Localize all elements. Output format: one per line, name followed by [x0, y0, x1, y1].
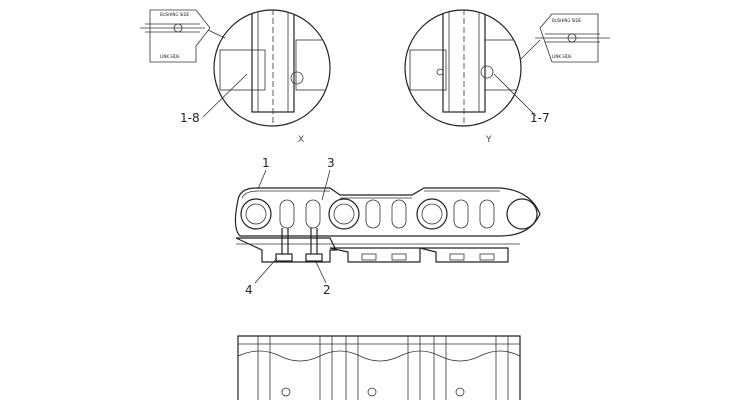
shoe-bolts	[275, 228, 495, 262]
callout-3: 3	[327, 156, 335, 170]
detail-x-callout: 1-8	[180, 111, 200, 125]
detail-y-circle: 1-7 Y	[404, 9, 550, 145]
callout-2: 2	[323, 283, 331, 297]
detail-y: 1-7 Y BUSHING SIDE LINK SIDE	[404, 9, 610, 145]
callout-4: 4	[245, 283, 253, 297]
detail-x-circle: 1-8 X	[180, 9, 331, 145]
chain-callouts: 1 3 4 2	[245, 156, 335, 297]
detail-x-view-label: X	[298, 135, 304, 145]
callout-1: 1	[262, 156, 270, 170]
detail-y-inset-top: BUSHING SIDE	[552, 18, 582, 23]
detail-x-inset-top: BUSHING SIDE	[160, 12, 190, 17]
track-chain-side-view: 1 3 4 2	[234, 156, 541, 297]
track-shoes	[235, 237, 520, 263]
detail-y-inset: BUSHING SIDE LINK SIDE	[519, 13, 610, 63]
detail-x-inset: BUSHING SIDE LINK SIDE	[140, 9, 226, 63]
detail-y-inset-bottom: LINK SIDE	[552, 54, 572, 59]
detail-y-view-label: Y	[485, 135, 492, 145]
chain-pins	[240, 198, 538, 230]
bolt-holes	[279, 199, 495, 229]
detail-x: BUSHING SIDE LINK SIDE 1-8 X	[140, 9, 331, 145]
detail-y-callout: 1-7	[530, 111, 550, 125]
detail-x-inset-bottom: LINK SIDE	[160, 54, 180, 59]
track-chain-top-view	[237, 335, 521, 400]
